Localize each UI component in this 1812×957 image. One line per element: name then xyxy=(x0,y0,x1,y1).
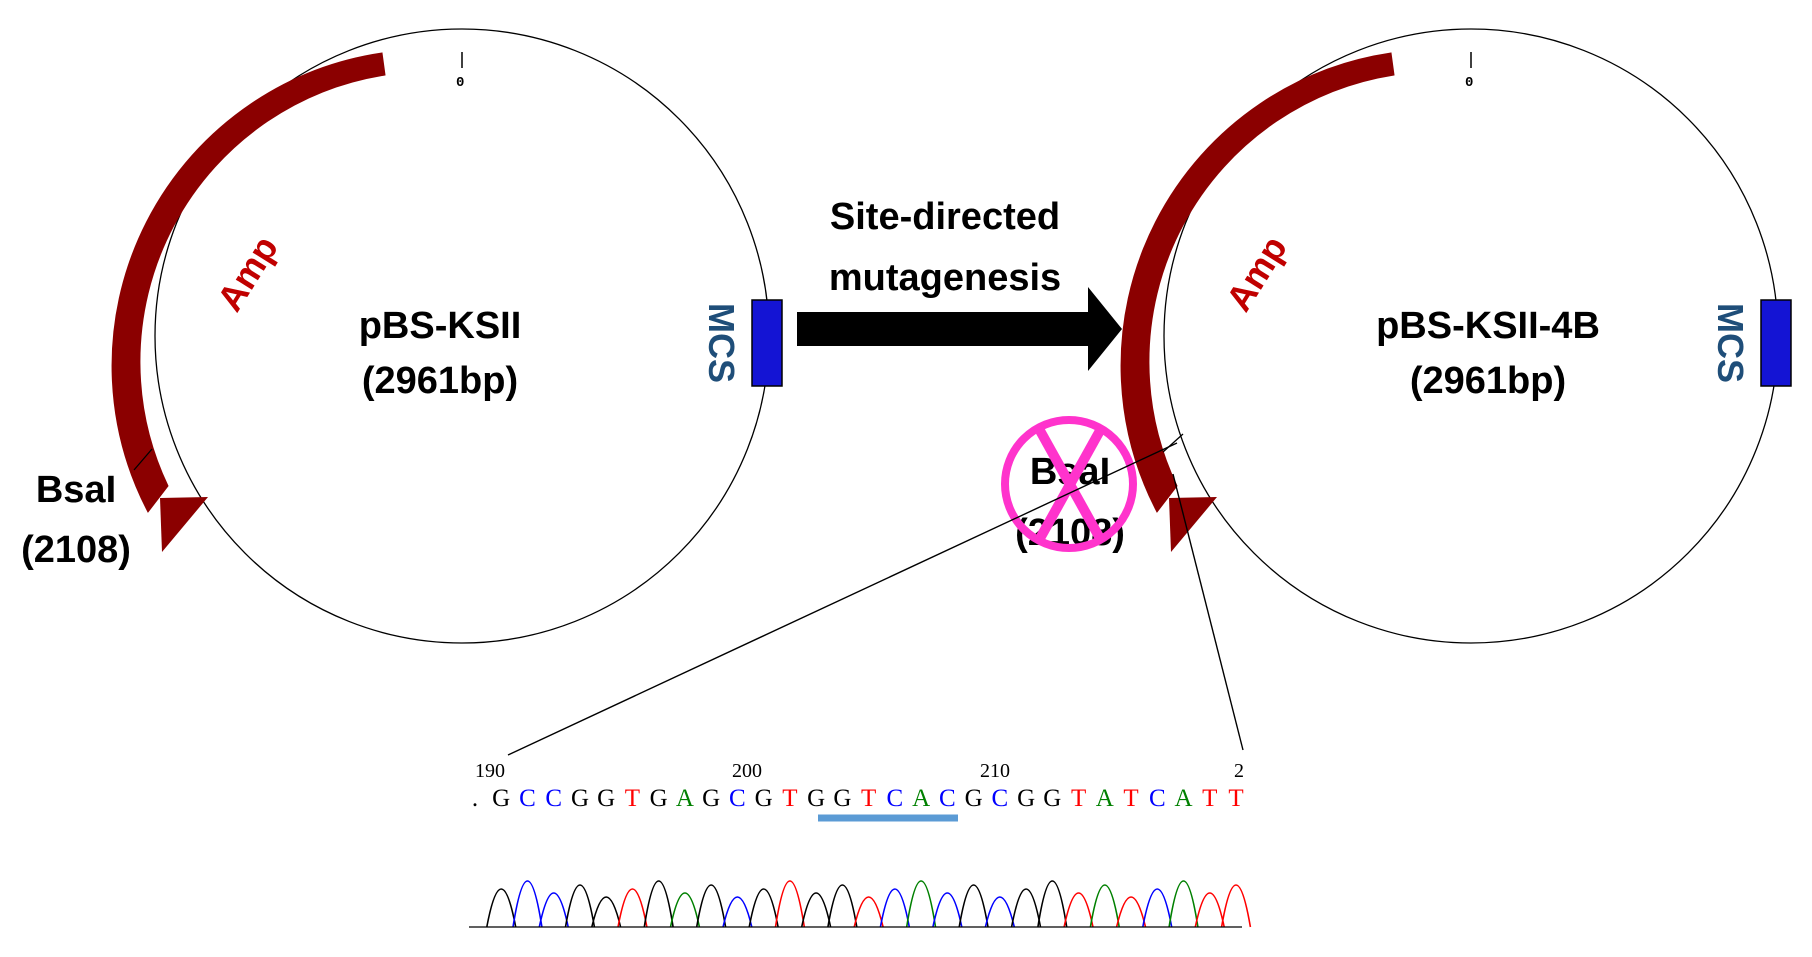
plasmid-left-amp-arrowhead xyxy=(160,497,208,552)
plasmid-right-mcs-block xyxy=(1760,299,1792,387)
plasmid-left-zero-label: 0 xyxy=(456,75,464,91)
trace-peak xyxy=(538,892,569,928)
base-call: G xyxy=(755,785,773,812)
base-call: G xyxy=(965,785,983,812)
plasmid-left-amp-arrow xyxy=(111,52,386,513)
arrow-label-line1: Site-directed xyxy=(830,196,1060,238)
base-call: G xyxy=(833,785,851,812)
plasmid-right-amp-label: Amp xyxy=(1218,229,1295,319)
trace-peak xyxy=(1168,880,1199,928)
removed-site-circle xyxy=(1001,416,1137,552)
base-call: G xyxy=(650,785,668,812)
chromatogram-trace xyxy=(469,880,1252,928)
plasmid-left-mcs-block xyxy=(751,299,783,387)
base-call: T xyxy=(1071,785,1086,812)
base-call: C xyxy=(545,785,562,812)
trace-peak xyxy=(958,884,989,928)
trace-peak xyxy=(984,896,1016,928)
trace-peak xyxy=(695,884,727,928)
trace-peak xyxy=(512,880,543,928)
position-190: 190 xyxy=(475,760,505,782)
plasmid-right-amp-arrow xyxy=(1120,52,1395,513)
base-call: C xyxy=(1149,785,1166,812)
plasmid-left-amp-label: Amp xyxy=(209,229,286,319)
trace-peak xyxy=(591,896,622,928)
base-call: A xyxy=(1096,785,1114,812)
position-200: 200 xyxy=(732,760,762,782)
base-call: T xyxy=(1123,785,1138,812)
plasmid-left: 0 MCS Amp pBS-KSII (2961bp) BsaI (2108) xyxy=(21,28,783,644)
base-call: G xyxy=(597,785,615,812)
base-call: C xyxy=(729,785,746,812)
base-call: G xyxy=(1017,785,1035,812)
plasmid-left-size: (2961bp) xyxy=(362,360,518,402)
trace-peak xyxy=(905,880,937,928)
trace-peak xyxy=(1220,884,1252,928)
position-210: 210 xyxy=(980,760,1010,782)
plasmid-right-mcs-label: MCS xyxy=(1710,303,1751,383)
trace-peak xyxy=(669,892,701,928)
mutagenesis-arrow-group: Site-directed mutagenesis xyxy=(797,196,1122,371)
mutagenesis-arrow xyxy=(797,287,1122,371)
base-call: A xyxy=(912,785,930,812)
base-call: T xyxy=(861,785,876,812)
base-call: T xyxy=(1202,785,1217,812)
base-call: G xyxy=(807,785,825,812)
plasmid-left-mcs-label: MCS xyxy=(701,303,742,383)
trace-peak xyxy=(564,884,596,928)
base-call: A xyxy=(676,785,694,812)
base-call: C xyxy=(887,785,904,812)
trace-peak xyxy=(486,888,517,928)
plasmid-right-zero-label: 0 xyxy=(1465,75,1473,91)
trace-peak xyxy=(774,880,806,928)
plasmid-left-bsai-leader xyxy=(133,448,153,471)
base-call: C xyxy=(939,785,956,812)
base-call: T xyxy=(625,785,640,812)
zoom-line-right xyxy=(1172,473,1244,751)
plasmid-right: 0 MCS Amp pBS-KSII-4B (2961bp) BsaI (210… xyxy=(507,28,1792,756)
plasmid-left-bsai-label: BsaI xyxy=(36,469,116,511)
base-call: G xyxy=(492,785,510,812)
base-call: G xyxy=(571,785,589,812)
zoom-line-left xyxy=(507,442,1178,756)
site-tick xyxy=(1162,433,1184,453)
plasmid-left-bsai-position: (2108) xyxy=(21,529,131,571)
plasmid-right-size: (2961bp) xyxy=(1410,360,1566,402)
base-call: . xyxy=(472,785,478,812)
base-call: T xyxy=(1228,785,1243,812)
base-call: G xyxy=(702,785,720,812)
removed-site-cross-2 xyxy=(1033,424,1107,545)
base-call: T xyxy=(782,785,797,812)
trace-peak xyxy=(853,896,884,928)
trace-peak xyxy=(1194,892,1225,928)
base-call: A xyxy=(1174,785,1192,812)
plasmid-right-name: pBS-KSII-4B xyxy=(1376,305,1600,347)
trace-peak xyxy=(722,896,753,928)
trace-peak xyxy=(800,892,832,928)
base-call: G xyxy=(1043,785,1061,812)
trace-peak xyxy=(1037,880,1068,928)
base-call: C xyxy=(519,785,536,812)
plasmid-right-amp-arrowhead xyxy=(1169,497,1217,552)
arrow-label-line2: mutagenesis xyxy=(829,257,1061,299)
trace-peak xyxy=(1010,888,1042,928)
trace-peak xyxy=(932,892,963,928)
trace-peak xyxy=(643,880,674,928)
base-call: C xyxy=(991,785,1008,812)
trace-peak xyxy=(1115,896,1147,928)
trace-peak xyxy=(827,884,858,928)
trace-peak xyxy=(1089,884,1120,928)
trace-peak xyxy=(617,888,648,928)
trace-peak xyxy=(748,888,779,928)
position-end: 2 xyxy=(1234,760,1244,782)
trace-peak xyxy=(879,888,911,928)
plasmid-left-name: pBS-KSII xyxy=(359,305,522,347)
trace-peak xyxy=(1063,892,1094,928)
trace-peak xyxy=(1142,888,1173,928)
